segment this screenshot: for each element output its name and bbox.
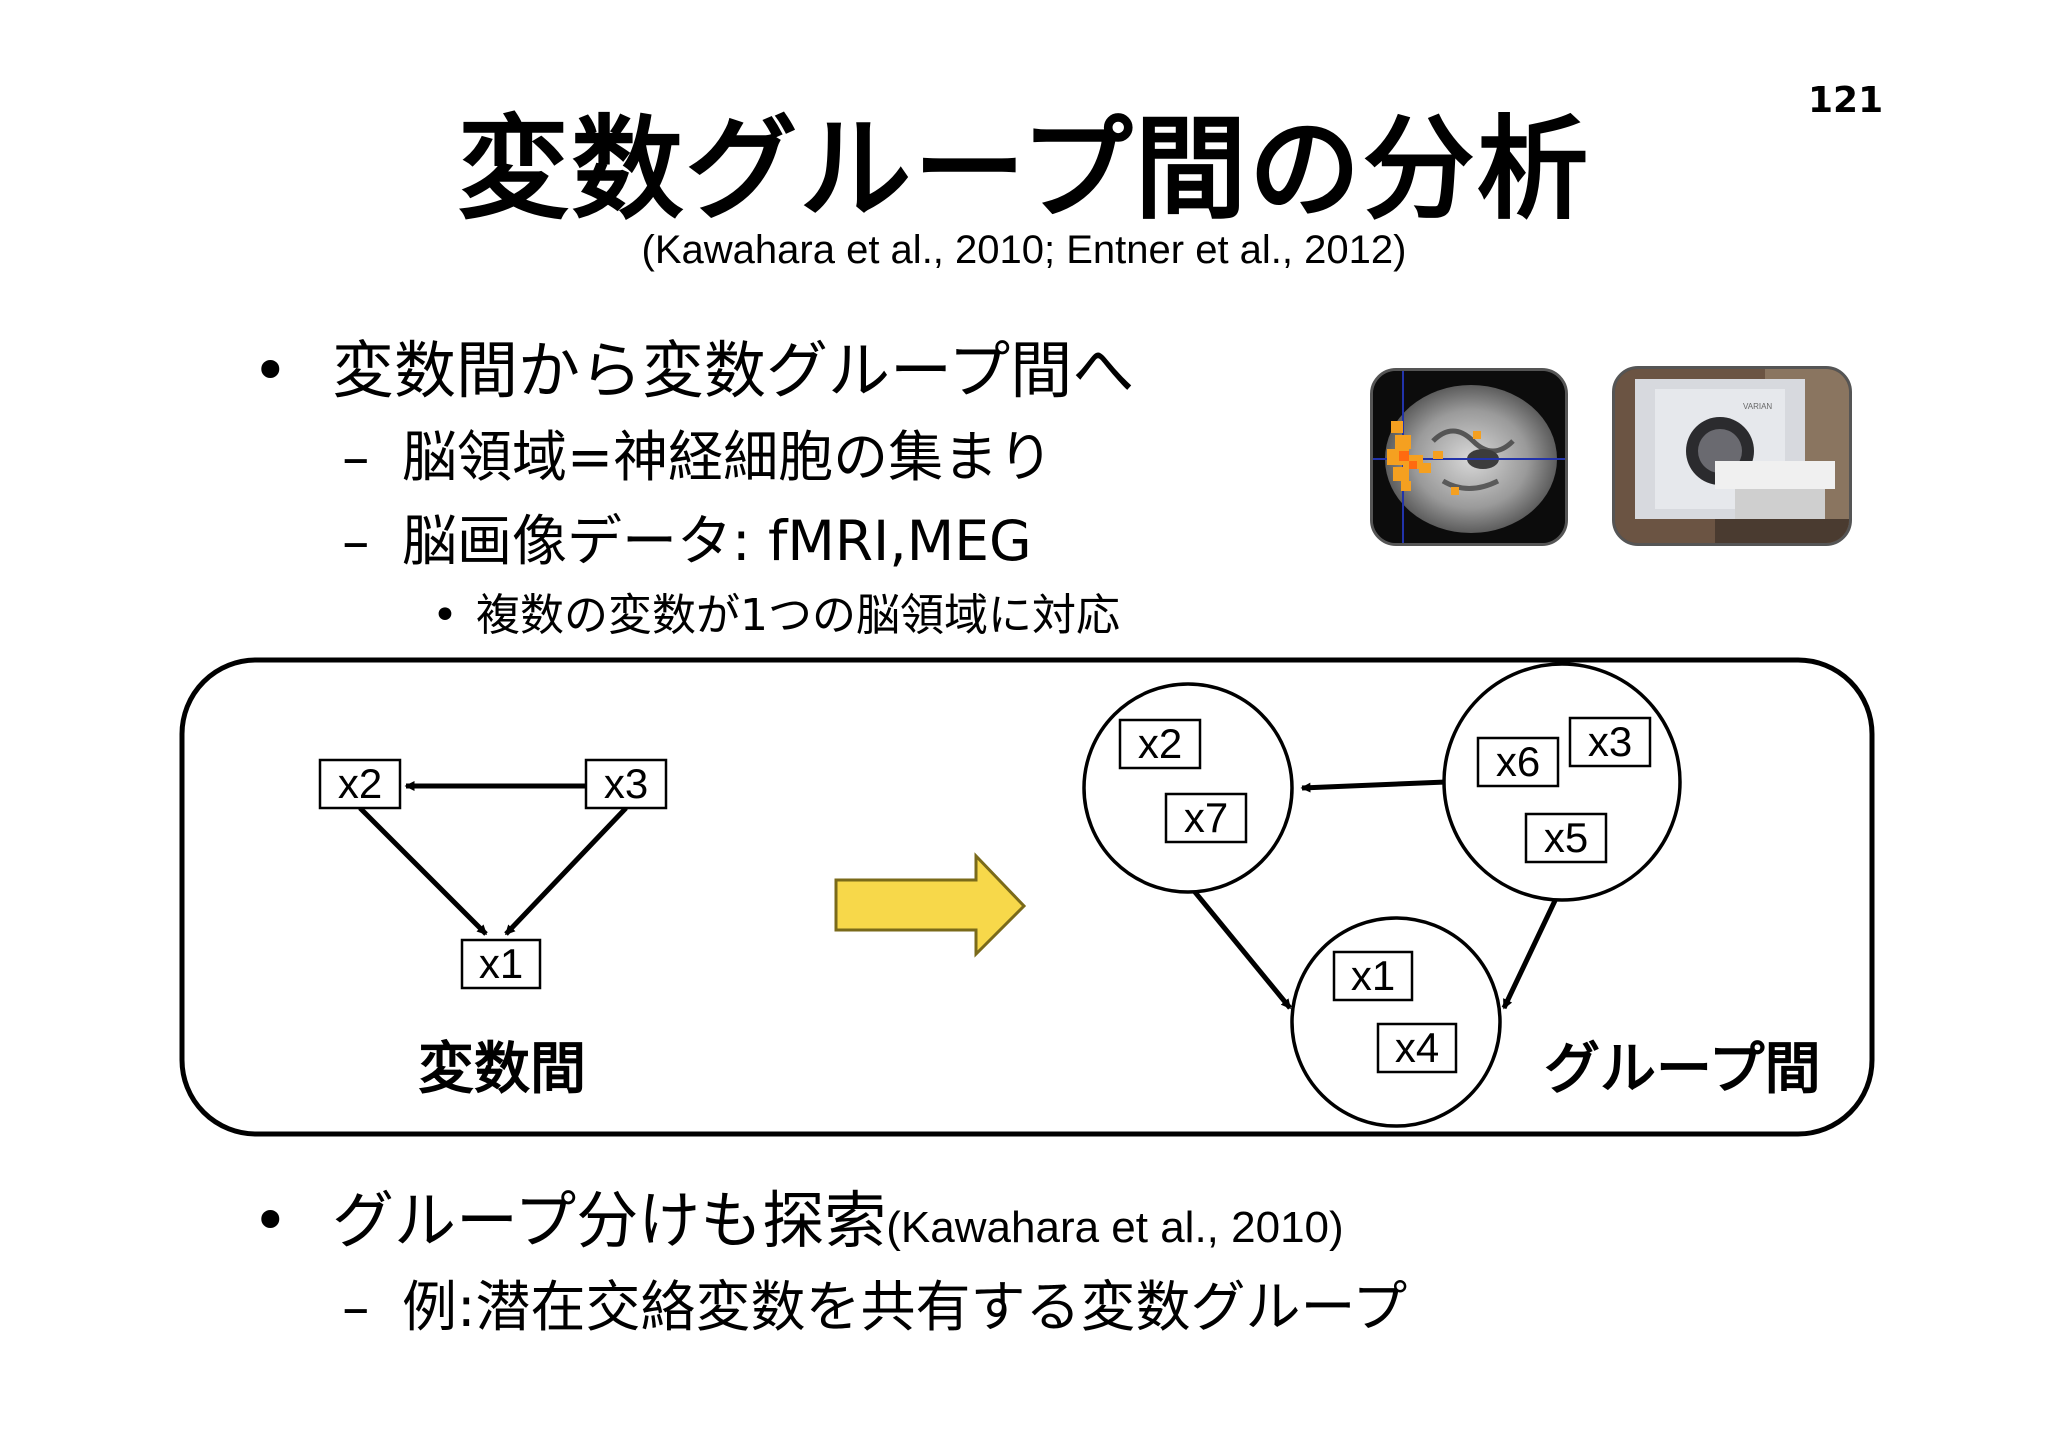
edge-g2-g1 (1300, 779, 1447, 793)
bullet-marker: – (342, 1275, 370, 1339)
edge-g2-g3 (1501, 888, 1563, 1010)
mri-scanner-photo: VARIAN (1612, 366, 1852, 546)
bullet-marker: • (252, 334, 289, 407)
group2-x5-box (1524, 812, 1608, 864)
bullet-item-1-sub-2: –脳画像データ: fMRI,MEG (342, 514, 1032, 569)
node-x3-label: x3 (604, 760, 648, 807)
right-diagram-caption: グループ間 (1544, 1037, 1821, 1102)
bullet-text: 脳画像データ: fMRI,MEG (402, 509, 1032, 573)
group3-x4-box (1376, 1022, 1458, 1074)
group-circle-3 (1290, 916, 1502, 1128)
brain-fmri-scan-icon (1373, 371, 1565, 543)
group1-x7-box (1164, 792, 1248, 844)
bullet-item-1: •変数間から変数グループ間へ (252, 340, 1134, 402)
group-graph: x2 x7 x6 x3 x5 x1 x4 (1082, 662, 1682, 1128)
bullet-text: 例:潜在交絡変数を共有する変数グループ (402, 1275, 1408, 1339)
slide-title: 変数グループ間の分析 (457, 105, 1591, 235)
group3-x4-label: x4 (1395, 1024, 1439, 1071)
yellow-right-arrow-icon (834, 852, 1027, 958)
bullet-text: グループ分けも探索 (332, 1184, 887, 1257)
variable-graph: x2 x3 x1 (318, 758, 668, 990)
bullet-marker: – (342, 425, 370, 489)
bullet-marker: • (252, 1184, 289, 1257)
group2-x5-label: x5 (1544, 814, 1588, 861)
group1-x7-label: x7 (1184, 794, 1228, 841)
bullet-marker: – (342, 509, 370, 573)
group1-x2-label: x2 (1138, 720, 1182, 767)
bullet-item-1-sub-1: –脳領域=神経細胞の集まり (342, 430, 1053, 485)
bullet-item-2-sub-1: –例:潜在交絡変数を共有する変数グループ (342, 1280, 1407, 1335)
group3-x1-box (1332, 950, 1414, 1002)
bullet-item-2: •グループ分けも探索(Kawahara et al., 2010) (252, 1190, 1344, 1252)
edge-x2-x1 (358, 806, 488, 936)
group-circle-1 (1082, 682, 1294, 894)
mri-scanner-icon: VARIAN (1615, 369, 1849, 543)
bullet-marker: • (432, 590, 458, 641)
group1-x2-box (1118, 718, 1202, 770)
group2-x3-box (1568, 716, 1652, 768)
edge-x3-x1 (504, 806, 628, 936)
left-diagram-caption: 変数間 (418, 1037, 586, 1102)
brain-scan-image (1370, 368, 1568, 546)
bullet-item-1-sub-2-sub-1: •複数の変数が1つの脳領域に対応 (432, 594, 1120, 638)
bullet-text: 変数間から変数グループ間へ (332, 334, 1135, 407)
group3-x1-label: x1 (1351, 952, 1395, 999)
edge-g1-g3 (1188, 884, 1292, 1010)
node-x3-box (584, 758, 668, 810)
node-x2-box (318, 758, 402, 810)
page-number: 121 (1808, 80, 1884, 121)
title-citation: (Kawahara et al., 2010; Entner et al., 2… (641, 228, 1407, 272)
group2-x3-label: x3 (1588, 718, 1632, 765)
group2-x6-box (1476, 736, 1560, 788)
bullet-text: 脳領域=神経細胞の集まり (402, 425, 1054, 489)
node-x1-label: x1 (479, 940, 523, 987)
node-x2-label: x2 (338, 760, 382, 807)
mri-brand-text: VARIAN (1743, 402, 1772, 411)
diagram-frame (179, 657, 1875, 1137)
bullet-text: 複数の変数が1つの脳領域に対応 (476, 590, 1120, 641)
bullet-citation: (Kawahara et al., 2010) (886, 1203, 1344, 1252)
node-x1-box (460, 938, 542, 990)
group2-x6-label: x6 (1496, 738, 1540, 785)
